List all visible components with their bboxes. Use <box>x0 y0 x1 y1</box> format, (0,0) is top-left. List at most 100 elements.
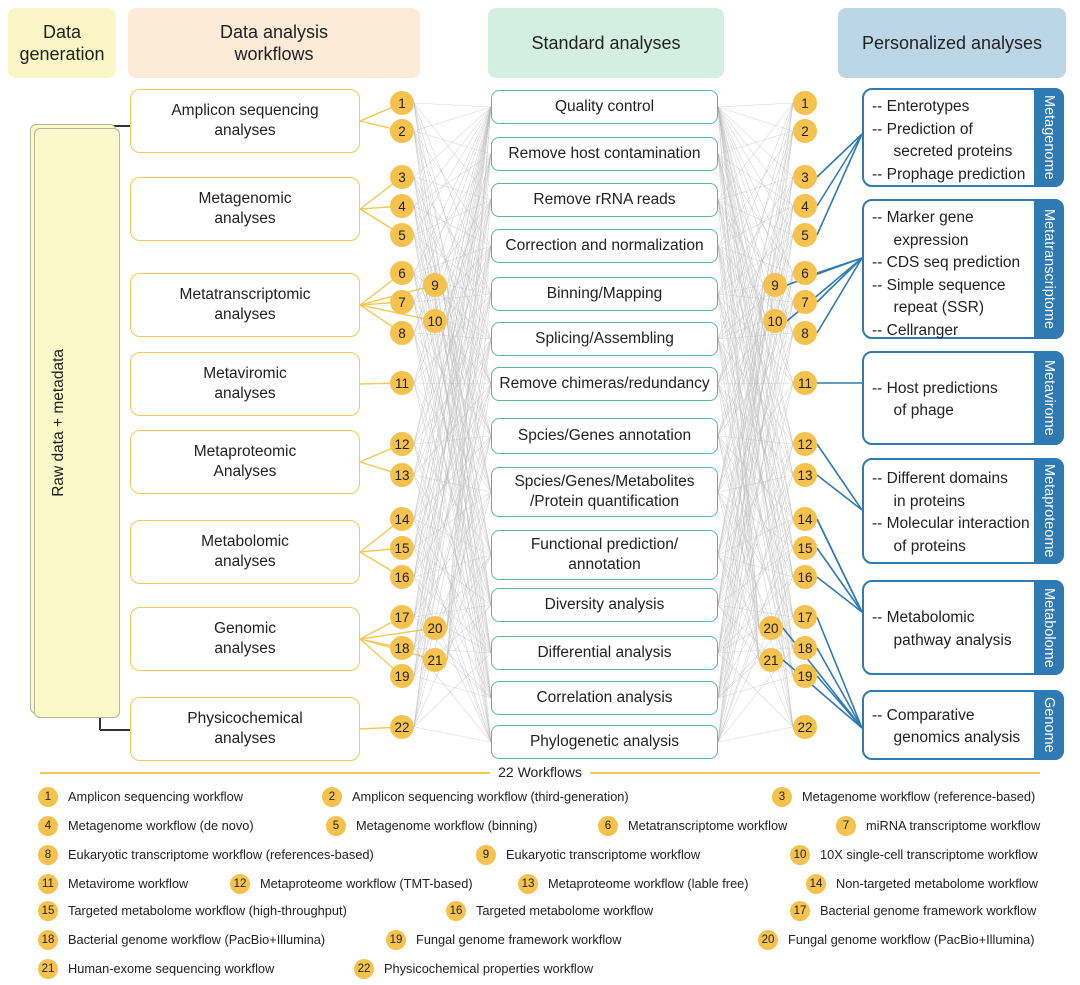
legend-number: 18 <box>38 930 58 950</box>
flow-line <box>446 604 492 661</box>
flow-line <box>413 205 492 340</box>
personalized-analysis-box: -- Enterotypes-- Prediction of secreted … <box>862 88 1064 187</box>
personalized-connector <box>816 133 863 207</box>
standard-analysis-box: Correction and normalization <box>491 229 718 263</box>
flow-line <box>717 106 794 549</box>
flow-line <box>717 106 794 520</box>
flow-line <box>717 518 794 556</box>
flow-line <box>717 435 760 629</box>
flow-line <box>413 199 492 236</box>
personalized-tab-label: Genome <box>1041 697 1057 753</box>
analysis-box: Metagenomic analyses <box>130 177 360 241</box>
flow-line <box>413 106 492 132</box>
legend-workflow-name: Eukaryotic transcriptome workflow (refer… <box>68 847 374 862</box>
flow-line <box>413 245 492 578</box>
personalized-connector <box>816 647 863 729</box>
legend-number: 9 <box>476 845 496 865</box>
personalized-connector <box>816 616 863 729</box>
personalized-item: pathway analysis <box>872 631 1012 649</box>
analysis-box: Metatranscriptomic analyses <box>130 273 360 337</box>
legend-number: 14 <box>806 874 826 894</box>
personalized-connector <box>816 133 863 178</box>
workflow-number-right: 2 <box>793 119 817 143</box>
raw-data-block <box>34 128 120 718</box>
flow-line <box>717 491 794 549</box>
flow-line <box>717 726 794 743</box>
personalized-analysis-box: -- Comparative genomics analysis <box>862 690 1064 760</box>
personalized-item: -- CDS seq prediction <box>872 254 1021 271</box>
flow-line <box>717 106 794 445</box>
personalized-tab-label: Metaproteome <box>1041 464 1057 558</box>
workflow-number-left: 3 <box>390 165 414 189</box>
flow-line <box>413 245 492 728</box>
legend-number: 12 <box>230 874 250 894</box>
flow-line <box>717 106 794 132</box>
flow-line <box>717 176 794 493</box>
flow-line <box>717 272 794 743</box>
personalized-item: -- Cellranger <box>872 321 959 339</box>
legend-workflow-name: Physicochemical properties workflow <box>384 961 594 976</box>
flow-line <box>717 199 764 286</box>
analysis-connector <box>359 627 436 640</box>
flow-line <box>413 443 492 556</box>
personalized-item: -- Molecular interaction <box>872 515 1030 532</box>
flow-line <box>413 576 492 743</box>
personalized-item: of phage <box>872 402 954 419</box>
flow-line <box>717 576 794 743</box>
personalized-item: -- Metabolomic <box>872 609 975 626</box>
personalized-item: -- Prediction of <box>872 120 973 138</box>
personalized-tab-label: Metatranscriptome <box>1041 208 1057 330</box>
standard-analysis-box: Differential analysis <box>491 636 718 670</box>
flow-line <box>413 106 492 618</box>
personalized-item: in proteins <box>872 492 966 510</box>
flow-line <box>446 659 492 699</box>
flow-line <box>717 443 794 654</box>
personalized-tab-label: Metavirome <box>1041 360 1057 436</box>
legend-workflow-name: Metaproteome workflow (TMT-based) <box>260 876 473 891</box>
analysis-box: Metaviromic analyses <box>130 352 360 416</box>
personalized-tab: Metaproteome <box>1034 458 1064 564</box>
header-personalized-analyses: Personalized analyses <box>838 8 1066 78</box>
legend-number: 6 <box>598 816 618 836</box>
workflow-number-right: 9 <box>763 273 787 297</box>
flow-line <box>717 106 794 384</box>
personalized-connector <box>816 547 863 613</box>
legend-number: 15 <box>38 901 58 921</box>
legend-workflow-name: Amplicon sequencing workflow (third-gene… <box>352 789 629 804</box>
flow-line <box>446 153 492 629</box>
workflow-number-left: 12 <box>390 432 414 456</box>
personalized-item: -- Marker gene <box>872 209 974 226</box>
flow-line <box>413 130 492 437</box>
flow-line <box>717 106 794 476</box>
flow-line <box>413 332 492 556</box>
flow-line <box>446 106 492 629</box>
workflow-number-right: 20 <box>759 616 783 640</box>
flow-line <box>717 176 794 385</box>
flow-line <box>446 491 492 661</box>
legend-number: 11 <box>38 874 58 894</box>
flow-line <box>413 106 492 303</box>
personalized-tab: Metabolome <box>1034 580 1064 675</box>
workflow-number-right: 1 <box>793 91 817 115</box>
raw-data-label: Raw data + metadata <box>50 349 67 497</box>
flow-line <box>413 338 492 578</box>
flow-line <box>717 245 794 728</box>
standard-analysis-box: Quality control <box>491 90 718 124</box>
legend-number: 1 <box>38 787 58 807</box>
analysis-box: Metabolomic analyses <box>130 520 360 584</box>
flow-line <box>413 153 492 649</box>
personalized-tab: Metagenome <box>1034 88 1064 187</box>
flow-line <box>446 338 492 629</box>
personalized-connector <box>816 443 863 511</box>
flow-line <box>717 443 794 556</box>
legend-workflow-name: Eukaryotic transcriptome workflow <box>506 847 701 862</box>
standard-analysis-box: Remove rRNA reads <box>491 183 718 217</box>
workflow-number-left: 16 <box>390 565 414 589</box>
flow-line <box>413 272 492 437</box>
flow-line <box>413 106 492 520</box>
legend-workflow-name: Metagenome workflow (reference-based) <box>802 789 1036 804</box>
personalized-tab-label: Metabolome <box>1041 587 1057 668</box>
flow-line <box>717 205 794 556</box>
standard-analysis-box: Spcies/Genes annotation <box>491 418 718 454</box>
personalized-item: expression <box>872 231 969 249</box>
